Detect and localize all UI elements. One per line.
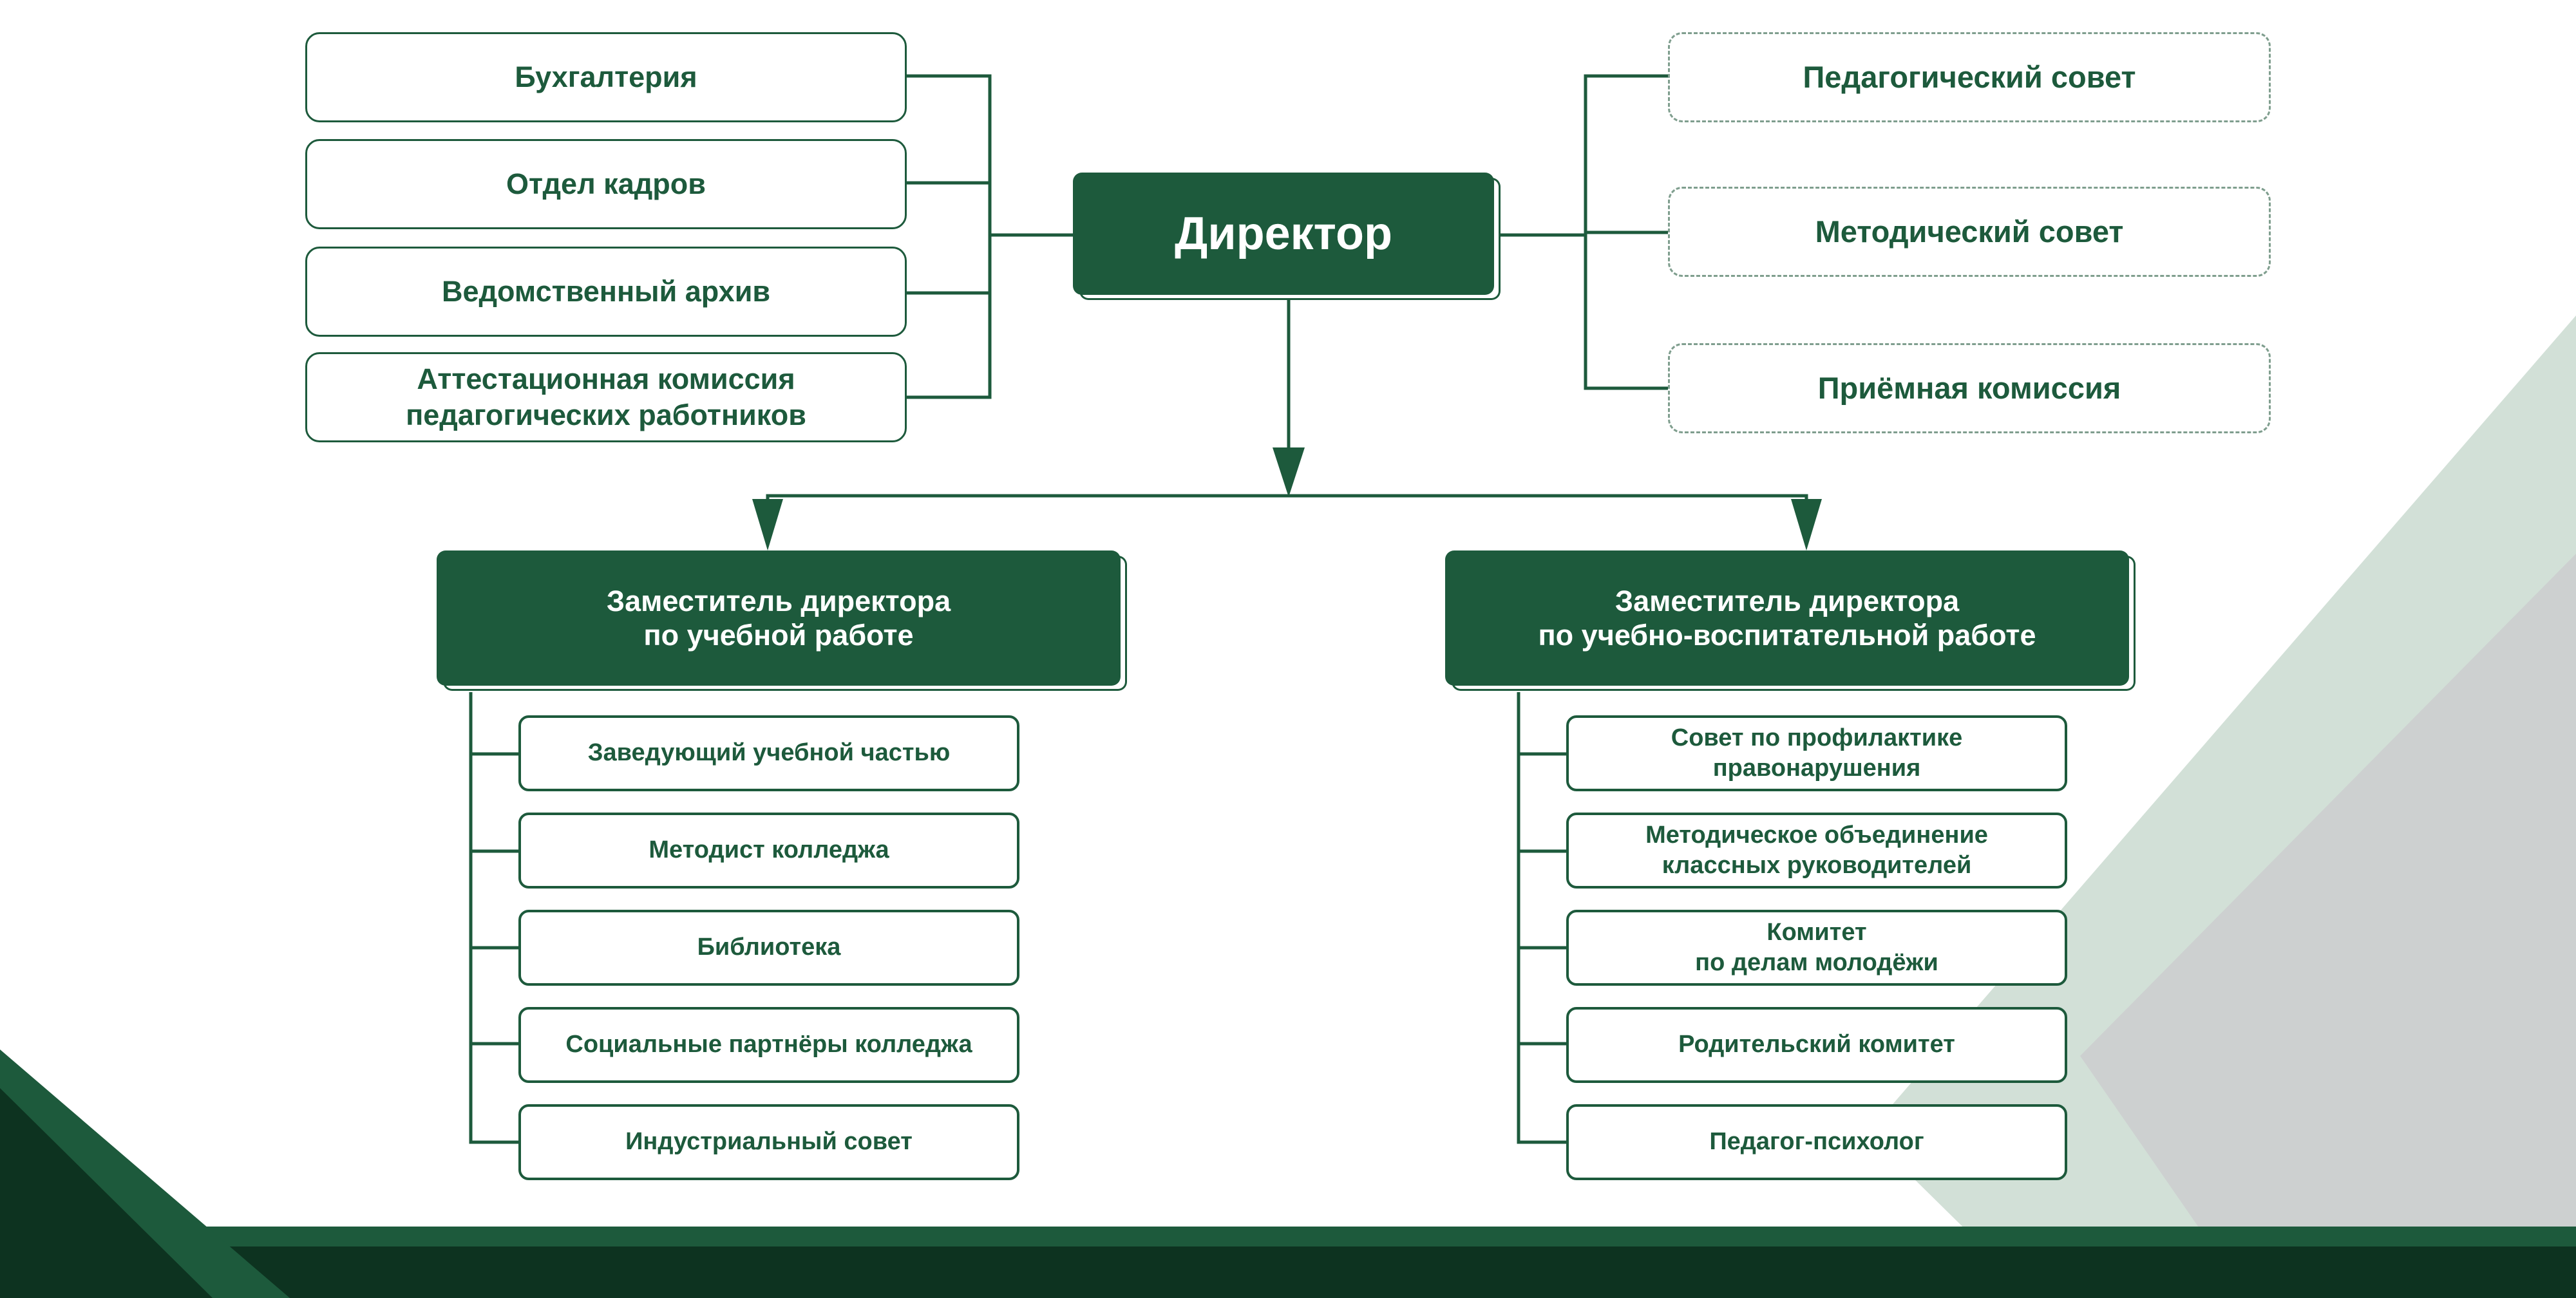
grey-triangle (2080, 554, 2576, 1298)
council-box-admission[interactable]: Приёмная комиссия (1668, 343, 2271, 433)
arrow-head-right (1791, 499, 1822, 550)
child-label: Индустриальный совет (625, 1128, 913, 1156)
unit-label: Аттестационная комиссия педагогических р… (406, 362, 806, 431)
footer-band-dark (0, 1246, 2576, 1298)
connector-left-units (907, 74, 1074, 399)
deputy-academic-box[interactable]: Заместитель директора по учебной работе (437, 550, 1121, 686)
unit-label: Бухгалтерия (515, 60, 697, 93)
council-box-methodical[interactable]: Методический совет (1668, 187, 2271, 277)
child-label: Методист колледжа (649, 836, 889, 864)
council-label: Педагогический совет (1803, 59, 2136, 94)
connector-branch (766, 494, 1808, 507)
deputy-label: Заместитель директора по учебно-воспитат… (1538, 584, 2036, 652)
connector-right-councils (1501, 74, 1668, 390)
child-box-youth-committee[interactable]: Комитет по делам молодёжи (1566, 910, 2067, 986)
child-box-class-teachers-association[interactable]: Методическое объединение классных руково… (1566, 813, 2067, 889)
child-box-psychologist[interactable]: Педагог-психолог (1566, 1104, 2067, 1180)
child-label: Библиотека (697, 934, 841, 961)
connector-left-children (469, 692, 518, 1144)
council-label: Методический совет (1815, 214, 2124, 249)
child-label: Совет по профилактике правонарушения (1671, 724, 1963, 782)
unit-box-accounting[interactable]: Бухгалтерия (305, 32, 907, 122)
child-box-head-of-studies[interactable]: Заведующий учебной частью (518, 715, 1019, 791)
child-box-social-partners[interactable]: Социальные партнёры колледжа (518, 1007, 1019, 1083)
unit-label: Отдел кадров (506, 167, 706, 200)
arrow-head-center (1273, 447, 1305, 497)
deputy-label: Заместитель директора по учебной работе (606, 584, 951, 652)
unit-box-hr[interactable]: Отдел кадров (305, 139, 907, 229)
corner-triangle-inner (0, 1088, 213, 1298)
child-label: Методическое объединение классных руково… (1645, 821, 1988, 879)
child-label: Педагог-психолог (1709, 1128, 1924, 1156)
unit-label: Ведомственный архив (441, 274, 771, 308)
director-box[interactable]: Директор (1073, 173, 1494, 295)
unit-box-archive[interactable]: Ведомственный архив (305, 247, 907, 337)
child-box-methodist[interactable]: Методист колледжа (518, 813, 1019, 889)
deputy-educational-box[interactable]: Заместитель директора по учебно-воспитат… (1445, 550, 2129, 686)
child-label: Заведующий учебной частью (587, 739, 951, 767)
director-label: Директор (1175, 208, 1392, 259)
connector-right-children (1517, 692, 1566, 1144)
child-label: Социальные партнёры колледжа (565, 1031, 972, 1058)
council-box-pedagogical[interactable]: Педагогический совет (1668, 32, 2271, 122)
council-label: Приёмная комиссия (1817, 370, 2121, 405)
child-box-industrial-council[interactable]: Индустриальный совет (518, 1104, 1019, 1180)
child-box-prevention-council[interactable]: Совет по профилактике правонарушения (1566, 715, 2067, 791)
child-label: Родительский комитет (1678, 1031, 1955, 1058)
child-label: Комитет по делам молодёжи (1695, 918, 1938, 977)
unit-box-attestation[interactable]: Аттестационная комиссия педагогических р… (305, 352, 907, 442)
child-box-library[interactable]: Библиотека (518, 910, 1019, 986)
child-box-parent-committee[interactable]: Родительский комитет (1566, 1007, 2067, 1083)
arrow-head-left (752, 499, 783, 550)
